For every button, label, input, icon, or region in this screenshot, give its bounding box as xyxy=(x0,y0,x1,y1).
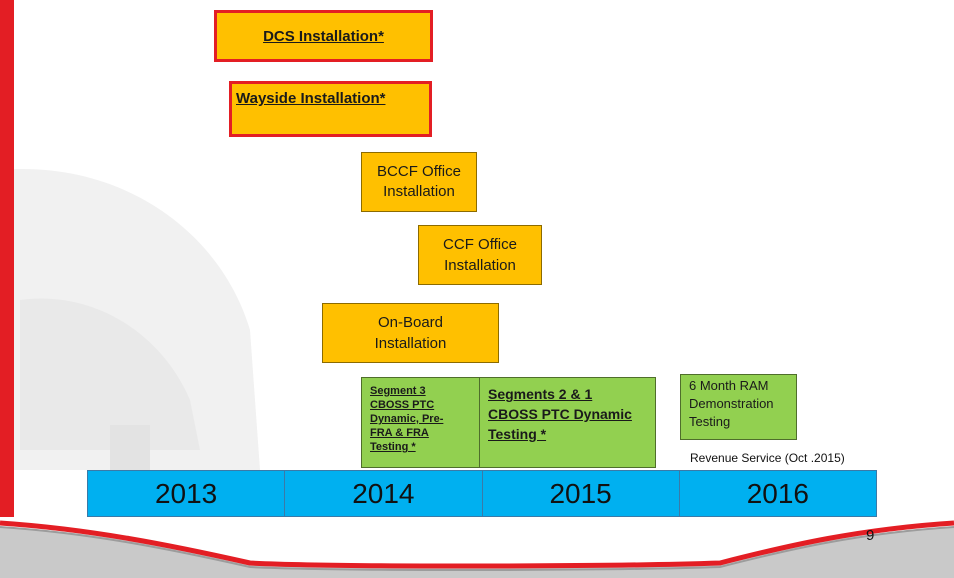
ram-demonstration-box: 6 Month RAM Demonstration Testing xyxy=(680,374,797,440)
timeline-bar: 2013 2014 2015 2016 xyxy=(87,470,877,517)
wayside-installation-box: Wayside Installation* xyxy=(229,81,432,137)
year-2015: 2015 xyxy=(483,471,680,516)
page-number: 9 xyxy=(866,527,875,544)
year-2016: 2016 xyxy=(746,477,810,509)
segments-2-1-testing-box: Segments 2 & 1 CBOSS PTC Dynamic Testing… xyxy=(479,377,656,468)
segment-3-testing-box: Segment 3 CBOSS PTC Dynamic, Pre-FRA & F… xyxy=(361,377,483,468)
year-2013: 2013 xyxy=(88,471,286,516)
footer-swoosh xyxy=(0,517,954,578)
dcs-installation-box: DCS Installation* xyxy=(214,10,433,62)
bccf-office-installation-box: BCCF Office Installation xyxy=(361,152,477,212)
year-2014: 2014 xyxy=(285,471,483,516)
left-accent-bar xyxy=(0,0,14,517)
revenue-service-note: Revenue Service (Oct .2015) xyxy=(690,451,845,465)
onboard-installation-box: On-Board Installation xyxy=(322,303,499,363)
ccf-office-installation-box: CCF Office Installation xyxy=(418,225,542,285)
